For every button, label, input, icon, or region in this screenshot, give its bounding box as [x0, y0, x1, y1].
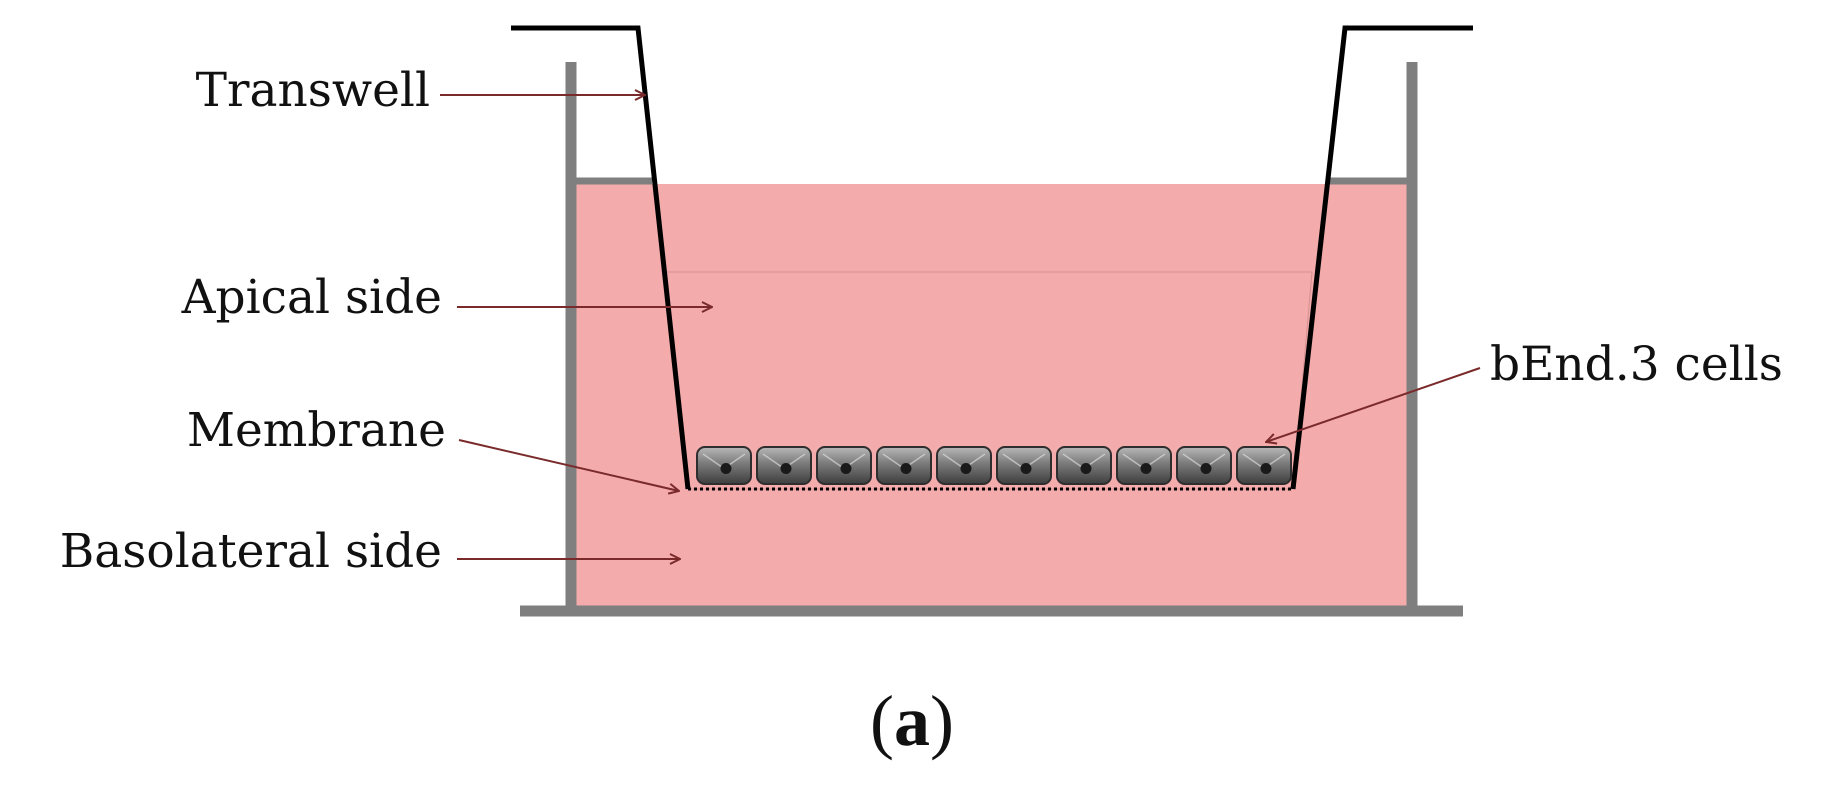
endothelial-cell	[936, 446, 992, 485]
cell-nucleus	[840, 463, 852, 474]
endothelial-cell	[696, 446, 752, 485]
endothelial-cell	[1176, 446, 1232, 485]
label-bend3-cells: bEnd.3 cells	[1490, 337, 1783, 392]
transwell-insert-left	[511, 25, 691, 490]
cell-nucleus	[1140, 463, 1152, 474]
endothelial-cell	[756, 446, 812, 485]
cell-nucleus	[1080, 463, 1092, 474]
outer-well	[520, 62, 1463, 617]
label-transwell: Transwell	[196, 63, 430, 118]
cell-nucleus	[780, 463, 792, 474]
label-membrane: Membrane	[187, 403, 446, 458]
cell-nucleus	[1260, 463, 1272, 474]
cell-nucleus	[960, 463, 972, 474]
membrane-arrow	[458, 439, 679, 491]
label-apical-side: Apical side	[181, 270, 442, 325]
endothelial-cell	[1056, 446, 1112, 485]
endothelial-cell	[876, 446, 932, 485]
panel-letter: a	[894, 681, 930, 761]
endothelial-cell	[1116, 446, 1172, 485]
transwell-insert-right	[1290, 25, 1473, 490]
panel-close-paren: )	[930, 681, 954, 761]
cell-nucleus	[900, 463, 912, 474]
panel-label: (a)	[870, 681, 954, 761]
cell-nucleus	[720, 463, 732, 474]
cell-nucleus	[1020, 463, 1032, 474]
panel-open-paren: (	[870, 681, 894, 761]
cell-monolayer	[696, 446, 1292, 485]
cell-nucleus	[1200, 463, 1212, 474]
endothelial-cell	[816, 446, 872, 485]
cells-arrow	[1266, 367, 1481, 442]
endothelial-cell	[996, 446, 1052, 485]
endothelial-cell	[1236, 446, 1292, 485]
label-basolateral-side: Basolateral side	[60, 524, 442, 579]
